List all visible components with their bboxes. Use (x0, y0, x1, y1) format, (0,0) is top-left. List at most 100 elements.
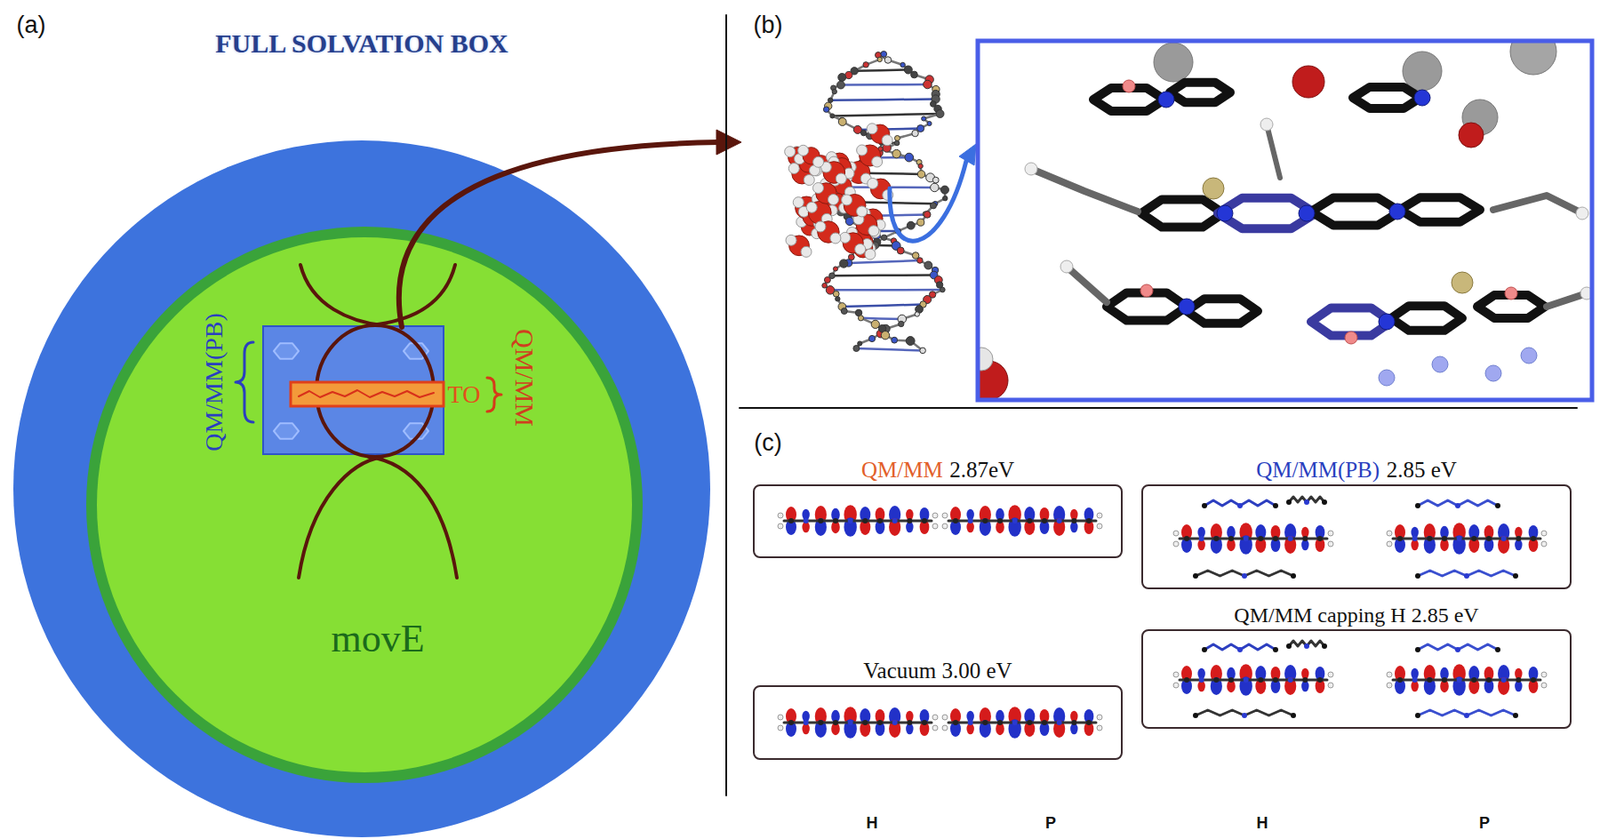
atom (803, 518, 809, 524)
atom (880, 51, 888, 58)
atom (1471, 677, 1477, 683)
atom (896, 247, 904, 255)
oxygen (1344, 331, 1358, 344)
atom (894, 135, 900, 141)
hydrogen (1260, 118, 1273, 131)
atom-sphere (1402, 51, 1442, 91)
heading-line: QM/MM(PB)2.85 eV (1143, 457, 1570, 483)
atom (877, 56, 882, 62)
label-anchor: (a) (16, 11, 47, 40)
atom (924, 261, 933, 270)
atom (997, 720, 1003, 726)
atom (943, 195, 948, 200)
atom (936, 110, 944, 119)
heading-line: FULL SOLVATION BOX (13, 28, 711, 59)
region-label: TO (448, 380, 481, 408)
hydrogen (1173, 541, 1179, 547)
atom (921, 116, 927, 121)
atom (835, 296, 840, 302)
atom (904, 152, 914, 162)
atom (830, 113, 835, 119)
atom (1243, 677, 1249, 683)
hydrogen (1386, 672, 1392, 678)
atom (1471, 536, 1477, 542)
atom (1288, 677, 1294, 683)
node-heading: QM/MM(PB) (1256, 457, 1380, 482)
phosphorus (1451, 272, 1473, 294)
atom (1086, 720, 1092, 726)
atom (940, 185, 949, 194)
atom (914, 312, 920, 317)
atom (997, 518, 1003, 524)
hydrogen (1328, 682, 1334, 688)
atom (862, 720, 868, 726)
water-hydrogen (785, 234, 797, 246)
atom (906, 221, 915, 230)
hydrogen (1541, 541, 1547, 547)
atom (921, 720, 928, 726)
atom (880, 234, 887, 240)
region-fill (96, 237, 632, 773)
atom (1397, 536, 1403, 542)
atom (1486, 677, 1492, 683)
base-pair (860, 318, 902, 320)
atom (1026, 518, 1032, 524)
atom (1237, 503, 1243, 509)
atom (1397, 677, 1403, 683)
nitrogen (1158, 91, 1175, 108)
atom (1412, 536, 1418, 542)
water-hydrogen (840, 232, 851, 243)
faded-atom (1432, 356, 1448, 373)
base-ring (1169, 82, 1231, 104)
atom (930, 183, 939, 192)
atom (1272, 536, 1279, 542)
atom (848, 720, 854, 726)
atom (921, 518, 928, 524)
backbone (824, 54, 946, 352)
atom (1056, 720, 1063, 726)
atom (832, 720, 839, 726)
atom (1495, 647, 1501, 653)
atom (824, 276, 831, 283)
atom (918, 163, 923, 168)
atom (871, 320, 880, 328)
atom (1321, 499, 1328, 505)
region-shape (86, 226, 643, 784)
hydrogen (942, 714, 948, 720)
atom (1237, 647, 1243, 653)
water-hydrogen (872, 156, 883, 168)
hydrogen (1173, 530, 1179, 536)
base-ring (1400, 197, 1480, 223)
heading-line: QM/MM capping H 2.85 eV (1143, 603, 1570, 628)
orbital-label: P (1479, 814, 1490, 832)
atom (1456, 536, 1463, 542)
atom (1426, 536, 1432, 542)
energy-value: 2.87eV (949, 457, 1015, 482)
region-label: QM/MM (510, 328, 540, 427)
atom (1501, 536, 1507, 542)
atom (1412, 677, 1418, 683)
hydrogen (942, 725, 948, 731)
atom (1415, 647, 1421, 653)
atom (1515, 677, 1521, 683)
atom (817, 518, 824, 524)
atom (952, 518, 959, 524)
atom (857, 315, 864, 321)
label-anchor: (b) (753, 11, 784, 40)
hydrogen (1096, 512, 1103, 519)
node-heading: Vacuum 3.00 eV (863, 658, 1012, 683)
base-pair (832, 113, 940, 116)
atom (1302, 536, 1308, 542)
atom (848, 518, 854, 524)
bond (1493, 195, 1583, 214)
node-heading: QM/MM (861, 457, 944, 482)
atom (1012, 720, 1018, 726)
atom (1415, 503, 1421, 509)
atom (917, 218, 925, 226)
water-hydrogen (835, 173, 847, 184)
atom (1415, 573, 1421, 579)
bond (1031, 168, 1138, 212)
base-symbol (273, 343, 299, 359)
atom (877, 518, 883, 524)
